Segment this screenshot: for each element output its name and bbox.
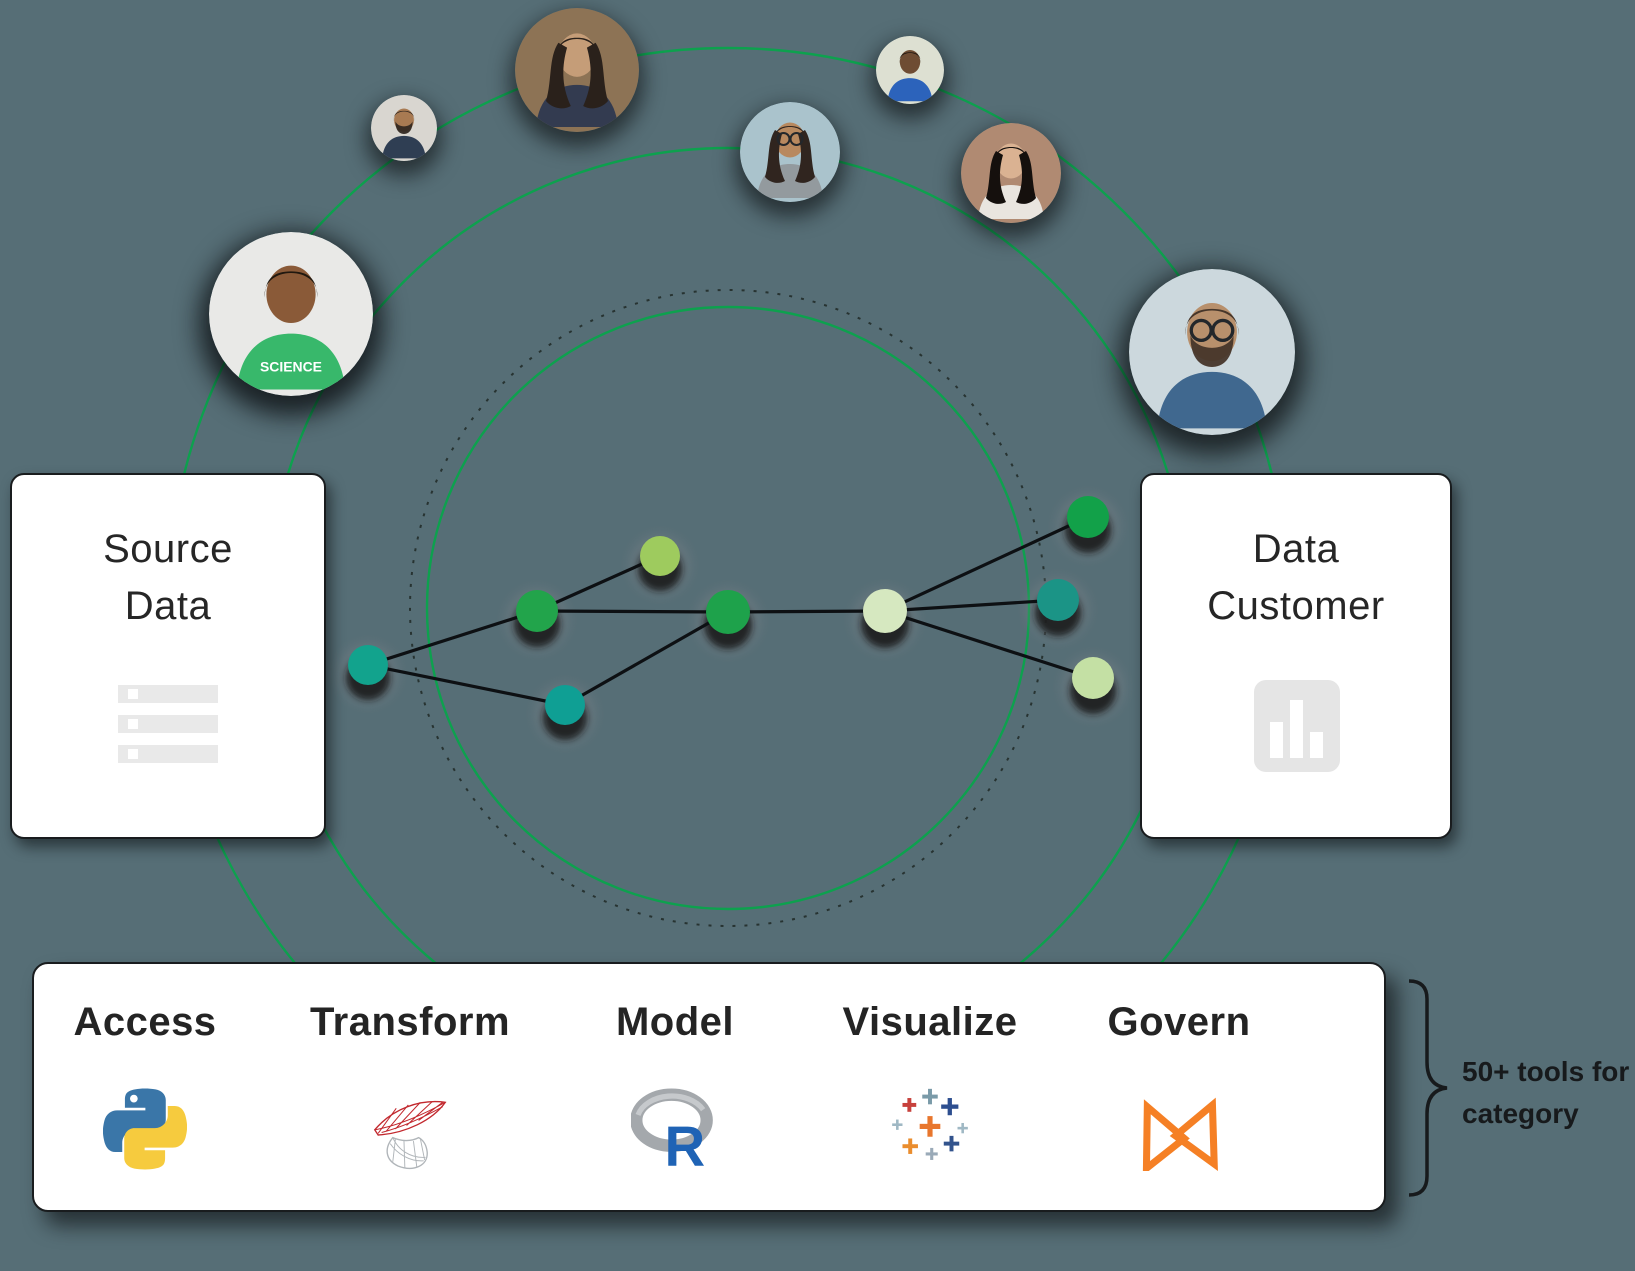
customer-card-title: Data Customer [1142,521,1450,635]
avatar-woman-glasses [740,102,840,202]
source-title-line1: Source [103,527,233,571]
tool-label: Visualize [842,1000,1018,1044]
python-logo [103,1088,187,1170]
database-rows-icon [118,685,218,775]
node [516,590,558,632]
avatar-man-blue-blazer [876,36,944,104]
tool-label: Govern [1107,1000,1251,1044]
r-letter: R [664,1115,705,1173]
data-customer-card: Data Customer [1140,473,1452,839]
annotation-line2: category [1462,1098,1579,1129]
tool-column-visualize: Visualize [820,1000,1040,1173]
bar-chart-icon [1254,680,1340,772]
alteryx-logo [1142,1097,1218,1171]
customer-title-line2: Customer [1207,584,1385,628]
node [1067,496,1109,538]
tools-count-annotation: 50+ tools for category [1462,1051,1634,1135]
network-edges [367,515,1094,707]
avatar-man-glasses-beard [1129,269,1295,435]
source-title-line2: Data [124,584,212,628]
node [545,685,585,725]
tool-column-model: Model R [565,1000,785,1173]
node [1037,579,1079,621]
tool-column-transform: Transform [300,1000,520,1173]
annotation-line1: 50+ tools for [1462,1056,1630,1087]
r-logo: R [631,1088,713,1173]
node [863,589,907,633]
shirt-text: SCIENCE [260,358,322,374]
tools-bar [32,962,1386,1212]
tool-label: Model [615,1000,735,1044]
avatar-woman-long-hair [515,8,639,132]
tool-column-govern: Govern [1069,1000,1289,1171]
tool-column-access: Access [35,1000,255,1173]
tableau-logo [892,1088,968,1160]
sql-server-logo [373,1101,447,1169]
source-card-title: Source Data [12,521,324,635]
tool-label: Access [73,1000,217,1044]
node [640,536,680,576]
network-nodes [348,496,1114,725]
source-data-card: Source Data [10,473,326,839]
node [1072,657,1114,699]
node [706,590,750,634]
avatar-smiling-woman [961,123,1061,223]
node [348,645,388,685]
tool-label: Transform [309,1000,511,1044]
avatar-man-beard [371,95,437,161]
avatar-man-science-shirt: SCIENCE [209,232,373,396]
customer-title-line1: Data [1252,527,1340,571]
